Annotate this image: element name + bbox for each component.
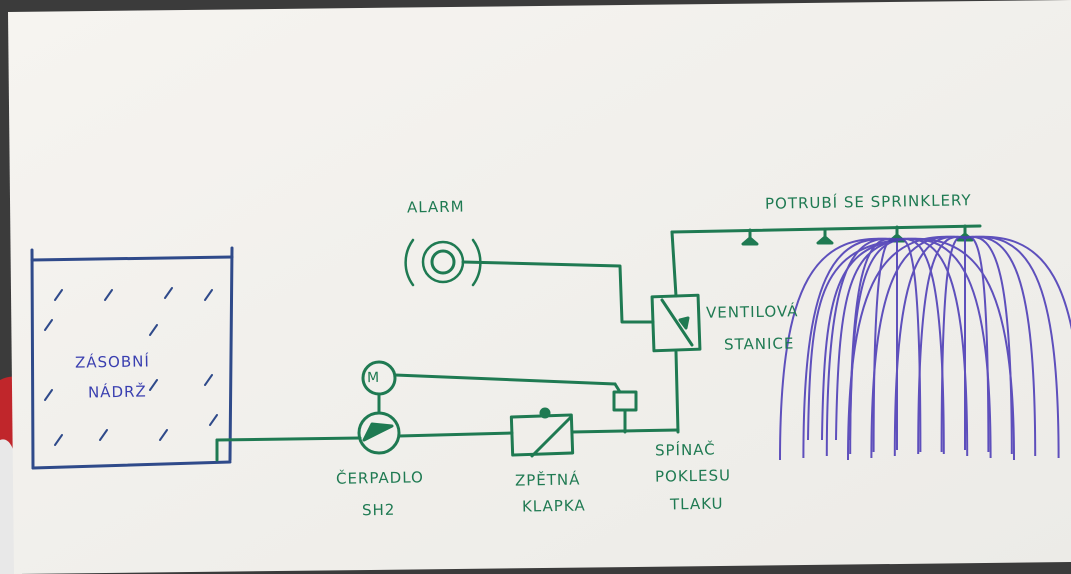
- pressure-switch-label-line3: TLAKU: [669, 494, 724, 514]
- alarm-label: ALARM: [406, 197, 465, 217]
- spray-arc: [802, 237, 898, 459]
- sprinkler-spray: [779, 235, 1071, 461]
- tank-hatching: [44, 287, 218, 446]
- spray-arc: [821, 239, 898, 441]
- pressure-switch-symbol: [612, 390, 638, 434]
- pressure-switch-label-line2: POKLESU: [654, 466, 732, 486]
- spray-arc: [835, 239, 898, 441]
- spray-arc: [870, 235, 966, 459]
- spray-arc: [964, 235, 1071, 331]
- paper-sheet: [8, 0, 1071, 574]
- motor-label: M: [366, 369, 380, 387]
- valve-station-label-line1: VENTILOVÁ: [705, 302, 799, 322]
- sprinkler-heads: [741, 224, 974, 246]
- pipe-tank-to-pump: [215, 436, 362, 462]
- motor-symbol: [361, 360, 397, 415]
- valve-station-label-line2: STANICE: [723, 334, 795, 354]
- spray-arc: [849, 239, 898, 441]
- spray-arc: [807, 239, 898, 441]
- riser-upper: [670, 230, 678, 298]
- sprinkler-pipe-label: POTRUBÍ SE SPRINKLERY: [764, 191, 972, 213]
- motor-control-line: [393, 373, 617, 386]
- alarm-line: [461, 260, 655, 324]
- check-valve-label-line2: KLAPKA: [521, 496, 586, 516]
- tank-label-line2: NÁDRŽ: [87, 382, 147, 402]
- storage-tank: [30, 246, 234, 470]
- spray-arc: [825, 237, 898, 457]
- pump-label-line1: ČERPADLO: [335, 468, 425, 488]
- spray-arc: [893, 235, 966, 457]
- spray-arc: [940, 235, 966, 453]
- spray-arc: [917, 235, 966, 455]
- pump-label-line2: SH2: [361, 500, 396, 520]
- riser-pipe: [674, 350, 680, 434]
- check-valve-label-line1: ZPĚTNÁ: [514, 470, 581, 490]
- check-valve-symbol: [509, 407, 575, 458]
- pump-symbol: [357, 411, 401, 455]
- pipe-pump-to-valve: [397, 431, 514, 438]
- pressure-switch-label-line1: SPÍNAČ: [654, 440, 716, 460]
- tank-label-line1: ZÁSOBNÍ: [74, 352, 150, 372]
